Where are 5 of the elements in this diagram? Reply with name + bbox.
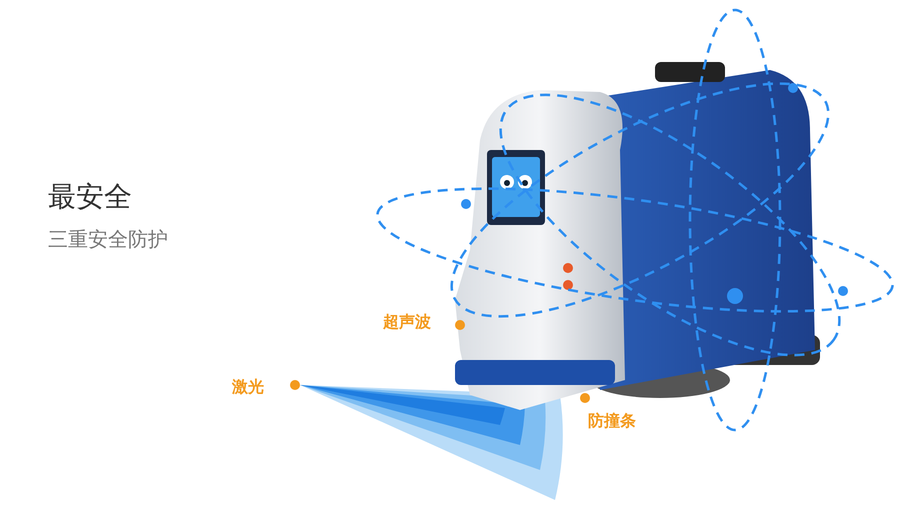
callout-label: 防撞条 [588,411,636,432]
callout-label: 超声波 [383,312,431,333]
callout-label: 激光 [232,377,264,398]
heading: 最安全 [48,179,132,215]
subheading: 三重安全防护 [48,226,168,253]
